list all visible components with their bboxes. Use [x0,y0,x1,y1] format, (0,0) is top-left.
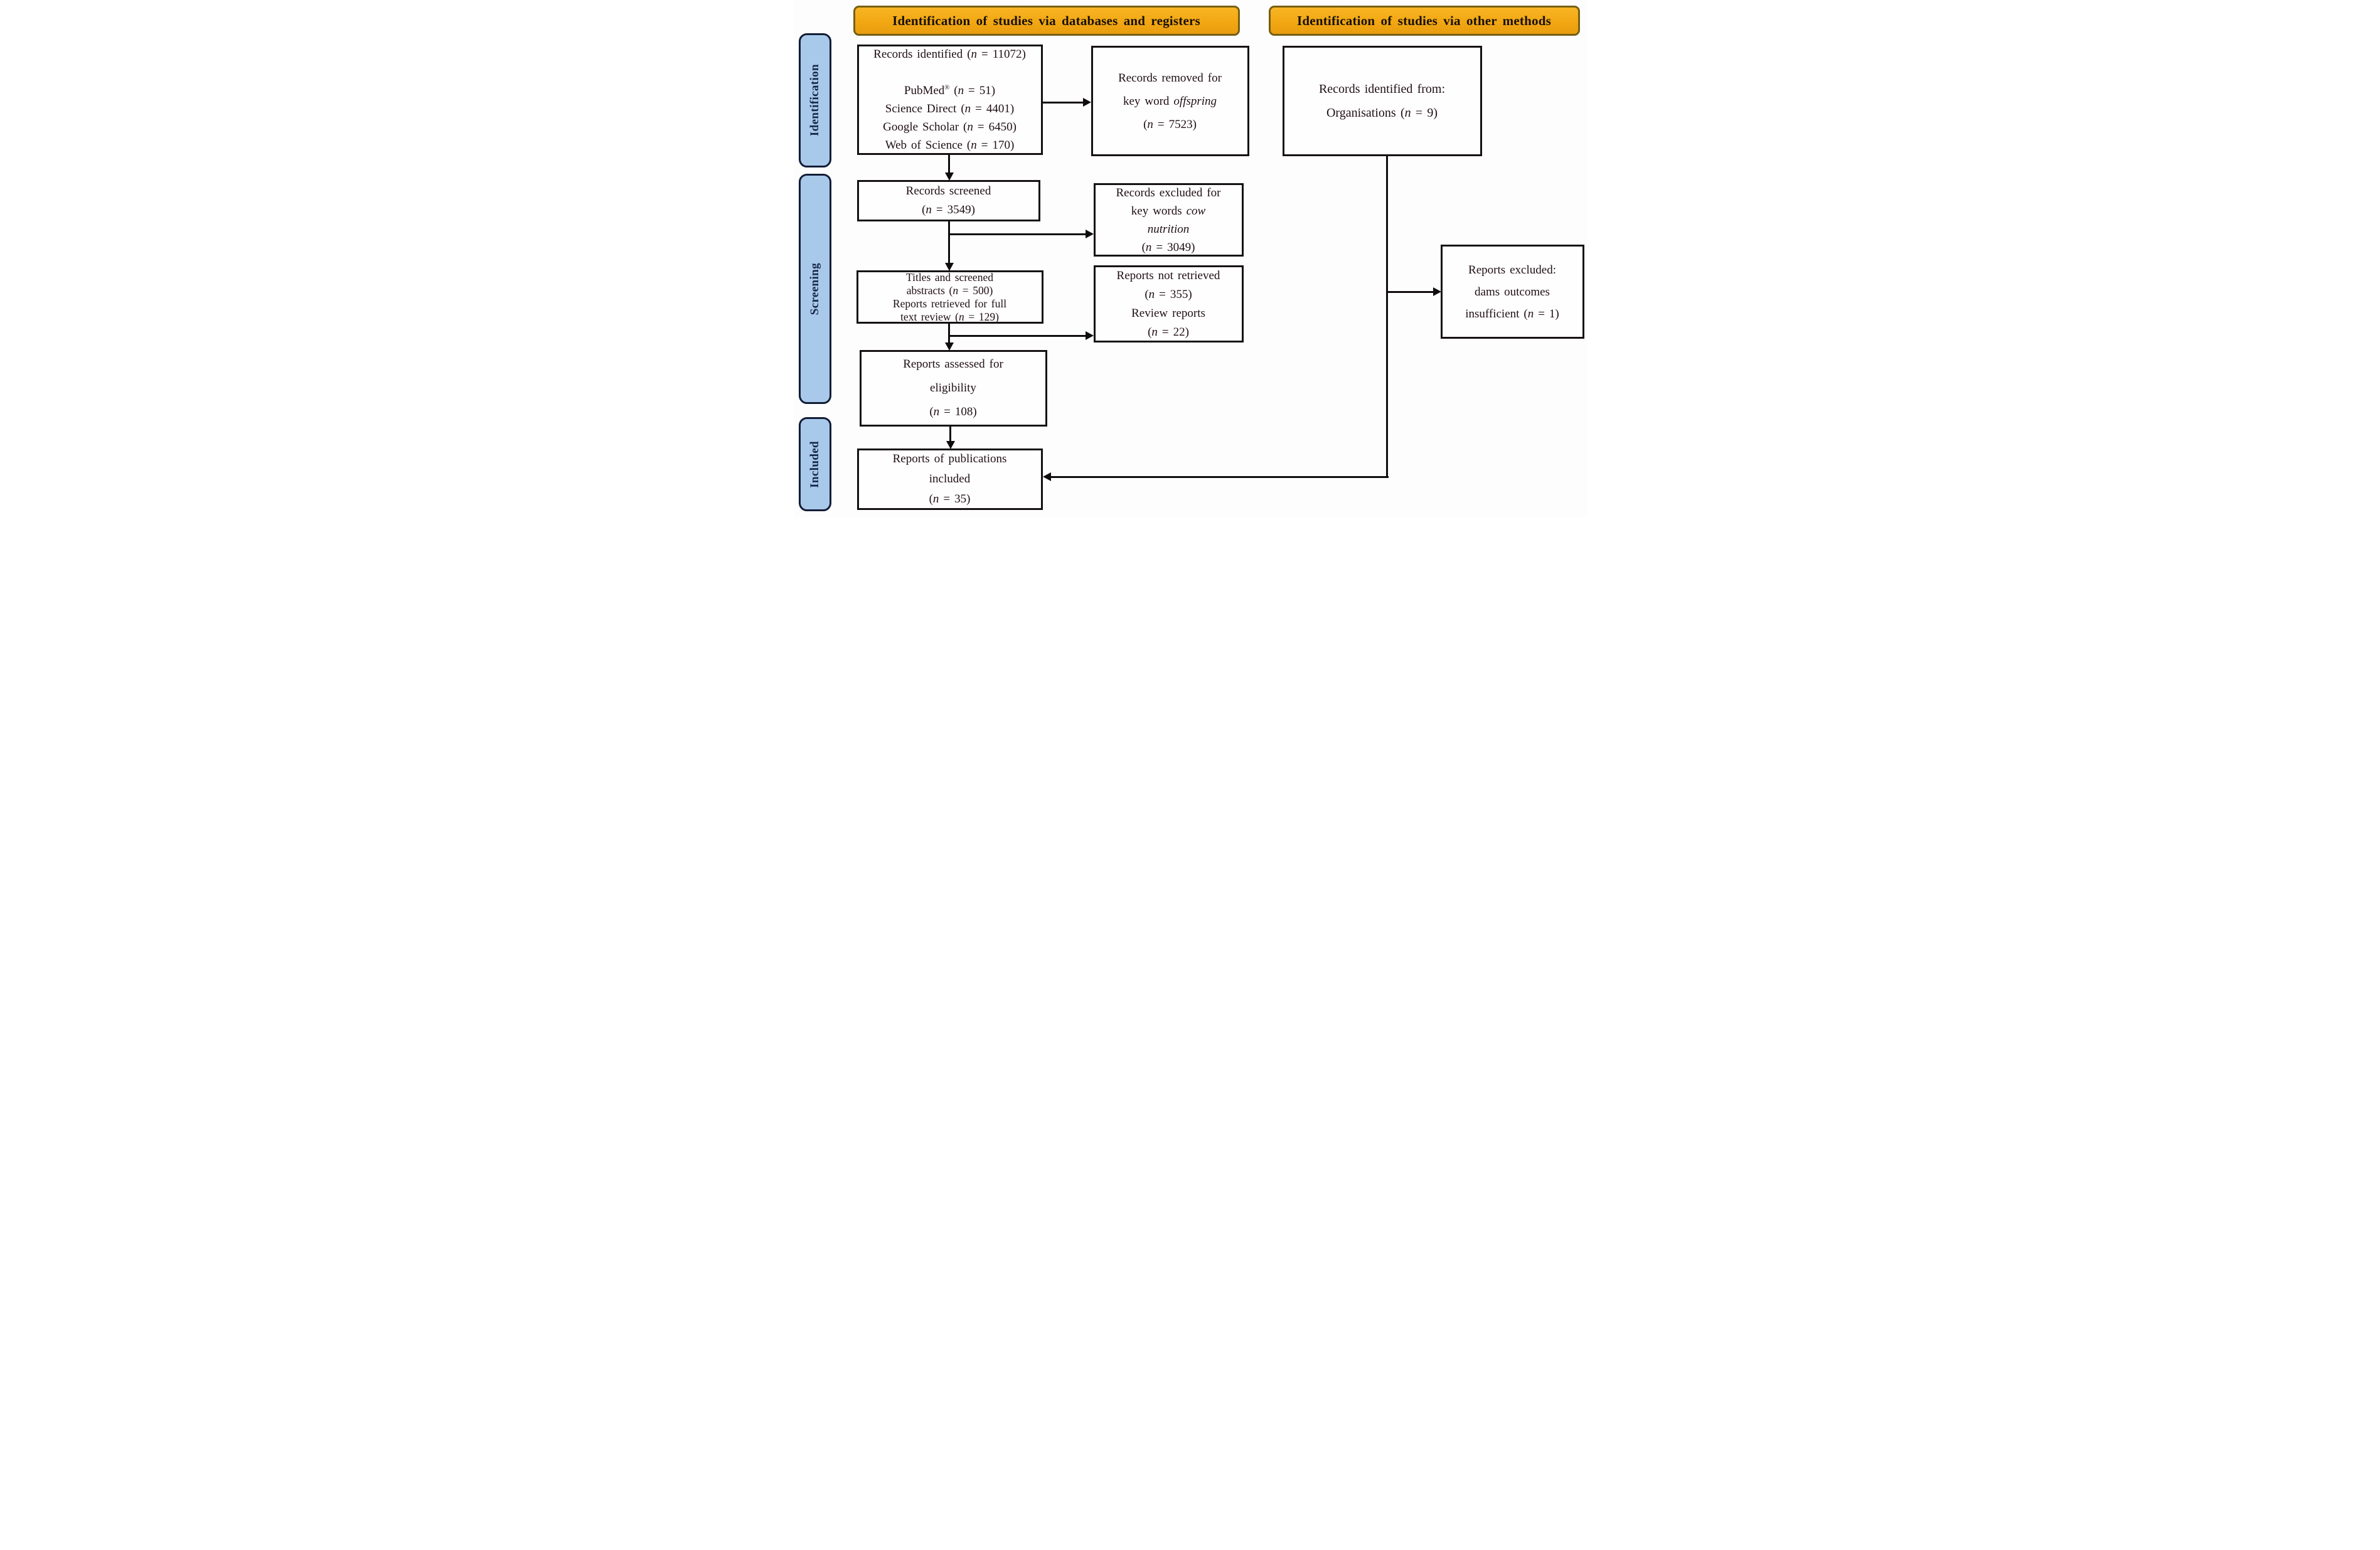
arrow-other-methods-vertical-line [1386,156,1388,477]
text-line: (n = 22) [1148,325,1189,339]
text-line: abstracts (n = 500) [906,284,993,297]
text-line: Reports not retrieved [1116,268,1220,282]
text-line: (n = 7523) [1143,117,1197,131]
stage-identification: Identification [798,33,831,167]
arrow-titles-to-assessed-head [944,342,954,351]
text-line: Reports retrieved for full [892,297,1007,310]
arrow-branch-to-reports-excluded-line [1387,290,1434,293]
text-line: Web of Science (n = 170) [885,139,1015,152]
box-reports-not-retrieved: Reports not retrieved (n = 355) Review rep… [1093,265,1244,342]
arrow-other-methods-to-included-line [1050,475,1389,478]
text-line: (n = 35) [929,492,971,506]
text-line: Reports assessed for [903,358,1003,371]
text-line: Records identified from: [1318,82,1446,96]
box-reports-assessed: Reports assessed for eligibility (n = 108) [859,350,1047,427]
arrow-titles-to-assessed-line [948,324,950,343]
text-line: nutrition [1147,222,1190,236]
text-line: Review reports [1131,306,1205,320]
text-line: key word offspring [1123,94,1217,108]
text-line: Records identified (n = 11072) [873,48,1026,61]
box-records-identified-other: Records identified from: Organisations (n… [1282,46,1482,156]
text-line: text review (n = 129) [900,310,999,323]
text-line: dams outcomes [1475,285,1550,299]
arrow-other-methods-to-included-head [1042,472,1051,481]
arrow-identified-to-removed-head [1082,98,1091,107]
header-databases-label: Identification of studies via databases … [892,13,1200,28]
stage-included-label: Included [808,440,821,488]
text-line: Science Direct (n = 4401) [885,102,1015,115]
text-line: Records removed for [1118,71,1222,85]
arrow-screened-to-titles-head [944,263,954,271]
text-line: eligibility [930,381,976,395]
arrow-assessed-to-included-head [946,441,955,449]
stage-identification-label: Identification [808,64,821,137]
box-records-screened: Records screened (n = 3549) [856,180,1040,221]
box-records-excluded: Records excluded for key words cow nutriti… [1093,183,1244,257]
stage-screening: Screening [798,174,831,404]
stage-screening-label: Screening [808,262,821,316]
text-line: Titles and screened [906,270,993,284]
header-other-methods-label: Identification of studies via other meth… [1297,13,1551,28]
arrow-branch-to-not-retrieved-line [949,334,1086,337]
arrow-branch-to-not-retrieved-head [1085,331,1094,340]
header-other-methods: Identification of studies via other meth… [1268,6,1580,36]
box-records-identified: Records identified (n = 11072) PubMed® (… [856,45,1043,155]
prisma-flow-diagram: Identification of studies via databases … [793,0,1587,517]
text-line: (n = 355) [1145,287,1192,301]
text-line: included [929,472,971,486]
text-line: Google Scholar (n = 6450) [883,120,1017,134]
text-line: Reports excluded: [1468,263,1556,277]
arrow-branch-to-reports-excluded-head [1433,287,1441,296]
arrow-identified-to-screened-line [948,155,950,173]
box-records-removed: Records removed for key word offspring (n … [1091,46,1249,156]
arrow-screened-to-titles-line [948,221,950,263]
text-line [859,63,1041,82]
box-reports-included: Reports of publications included (n = 35) [856,449,1043,510]
text-line: key words cow [1131,204,1206,218]
arrow-branch-to-records-excluded-line [949,233,1086,235]
arrow-assessed-to-included-line [949,427,951,442]
arrow-identified-to-removed-line [1042,101,1083,104]
text-line: (n = 3049) [1141,240,1195,254]
text-line: Records excluded for [1116,186,1221,199]
text-line: Records screened [905,184,991,198]
text-line: Reports of publications [892,452,1007,465]
arrow-identified-to-screened-head [944,173,954,181]
text-line: insufficient (n = 1) [1465,307,1559,321]
text-line: PubMed® (n = 51) [904,84,996,97]
arrow-branch-to-records-excluded-head [1085,230,1094,238]
text-line: Organisations (n = 9) [1326,106,1438,120]
text-line: (n = 3549) [922,203,975,216]
text-line: (n = 108) [929,405,977,418]
box-reports-excluded: Reports excluded: dams outcomes insufficie… [1440,245,1584,339]
header-databases-registers: Identification of studies via databases … [853,6,1240,36]
stage-included: Included [798,417,831,511]
